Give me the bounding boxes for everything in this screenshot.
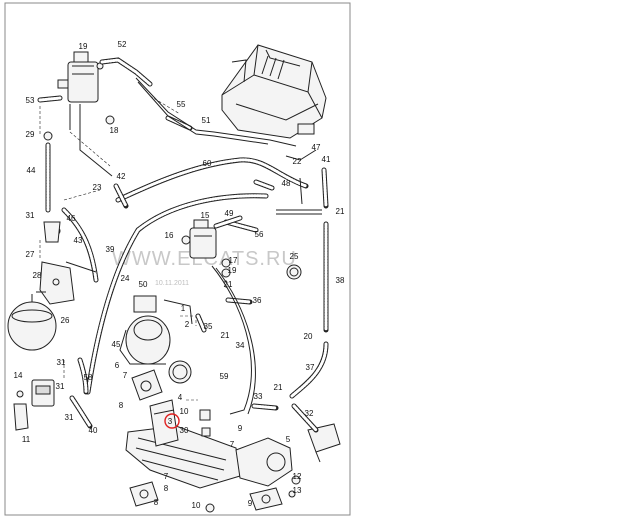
- callout-53: 53: [26, 96, 35, 105]
- callout-29: 29: [26, 130, 35, 139]
- callout-58: 58: [84, 373, 93, 382]
- egr-cooler-pipe: [125, 399, 301, 511]
- callout-22: 22: [293, 157, 302, 166]
- callout-59: 59: [220, 372, 229, 381]
- callout-21: 21: [224, 280, 233, 289]
- callout-45: 45: [112, 340, 121, 349]
- vacuum-reservoir: [7, 294, 57, 351]
- callout-4: 4: [178, 393, 183, 402]
- callout-5: 5: [286, 435, 291, 444]
- callout-32: 32: [305, 409, 314, 418]
- vacuum-solenoid-valve-top: [57, 51, 115, 125]
- callout-37: 37: [306, 363, 315, 372]
- callout-25: 25: [290, 252, 299, 261]
- vacuum-solenoid-valve-middle: [181, 219, 217, 259]
- callout-31: 31: [57, 358, 66, 367]
- callout-21: 21: [336, 207, 345, 216]
- callout-34: 34: [236, 341, 245, 350]
- callout-15: 15: [201, 211, 210, 220]
- callout-41: 41: [322, 155, 331, 164]
- callout-26: 26: [61, 316, 70, 325]
- callout-24: 24: [121, 274, 130, 283]
- egr-gasket-flange: [131, 369, 163, 401]
- callout-19: 19: [79, 42, 88, 51]
- callout-35: 35: [204, 322, 213, 331]
- callout-14: 14: [14, 371, 23, 380]
- callout-16: 16: [165, 231, 174, 240]
- diagram-border: [4, 2, 351, 516]
- callout-56: 56: [255, 230, 264, 239]
- callout-2: 2: [185, 320, 190, 329]
- sensor-connector: [13, 379, 55, 431]
- callout-7: 7: [123, 371, 128, 380]
- callout-43: 43: [74, 236, 83, 245]
- callout-10: 10: [180, 407, 189, 416]
- callout-highlighted-3: 3: [168, 417, 173, 426]
- callout-27: 27: [26, 250, 35, 259]
- callout-50: 50: [139, 280, 148, 289]
- watermark-date: 10.11.2011: [155, 280, 189, 287]
- callout-21: 21: [274, 383, 283, 392]
- callout-17: 17: [229, 256, 238, 265]
- callout-7: 7: [164, 472, 169, 481]
- callout-33: 33: [254, 392, 263, 401]
- callout-48: 48: [282, 179, 291, 188]
- callout-44: 44: [27, 166, 36, 175]
- callout-39: 39: [106, 245, 115, 254]
- rigid-pipes: [65, 77, 322, 415]
- callout-1: 1: [181, 304, 186, 313]
- callout-9: 9: [238, 424, 243, 433]
- callout-40: 40: [89, 426, 98, 435]
- air-filter-housing: [221, 44, 327, 139]
- callout-51: 51: [202, 116, 211, 125]
- callout-19: 19: [228, 266, 237, 275]
- watermark-site: WWW.ELCATS.RU: [112, 248, 297, 270]
- callout-38: 38: [336, 276, 345, 285]
- callout-36: 36: [253, 296, 262, 305]
- callout-20: 20: [304, 332, 313, 341]
- callout-60: 60: [203, 159, 212, 168]
- egr-valve: [119, 295, 193, 384]
- callout-21: 21: [221, 331, 230, 340]
- callout-13: 13: [293, 486, 302, 495]
- small-fittings: [43, 131, 302, 513]
- callout-52: 52: [118, 40, 127, 49]
- mounting-bracket: [36, 261, 75, 305]
- callout-31: 31: [26, 211, 35, 220]
- callout-31: 31: [65, 413, 74, 422]
- callout-55: 55: [177, 100, 186, 109]
- callout-12: 12: [293, 472, 302, 481]
- callout-8: 8: [154, 498, 159, 507]
- callout-8: 8: [164, 484, 169, 493]
- callout-42: 42: [117, 172, 126, 181]
- connection-guides: [39, 95, 227, 401]
- callout-49: 49: [225, 209, 234, 218]
- callout-9: 9: [248, 499, 253, 508]
- callout-46: 46: [67, 214, 76, 223]
- callout-31: 31: [56, 382, 65, 391]
- callout-18: 18: [110, 126, 119, 135]
- callout-28: 28: [33, 271, 42, 280]
- callout-10: 10: [192, 501, 201, 510]
- callout-7: 7: [230, 440, 235, 449]
- callout-6: 6: [115, 361, 120, 370]
- callout-47: 47: [312, 143, 321, 152]
- callout-30: 30: [180, 426, 189, 435]
- callout-11: 11: [22, 435, 31, 444]
- highlighted-part-ring: [164, 413, 180, 429]
- callout-8: 8: [119, 401, 124, 410]
- callout-23: 23: [93, 183, 102, 192]
